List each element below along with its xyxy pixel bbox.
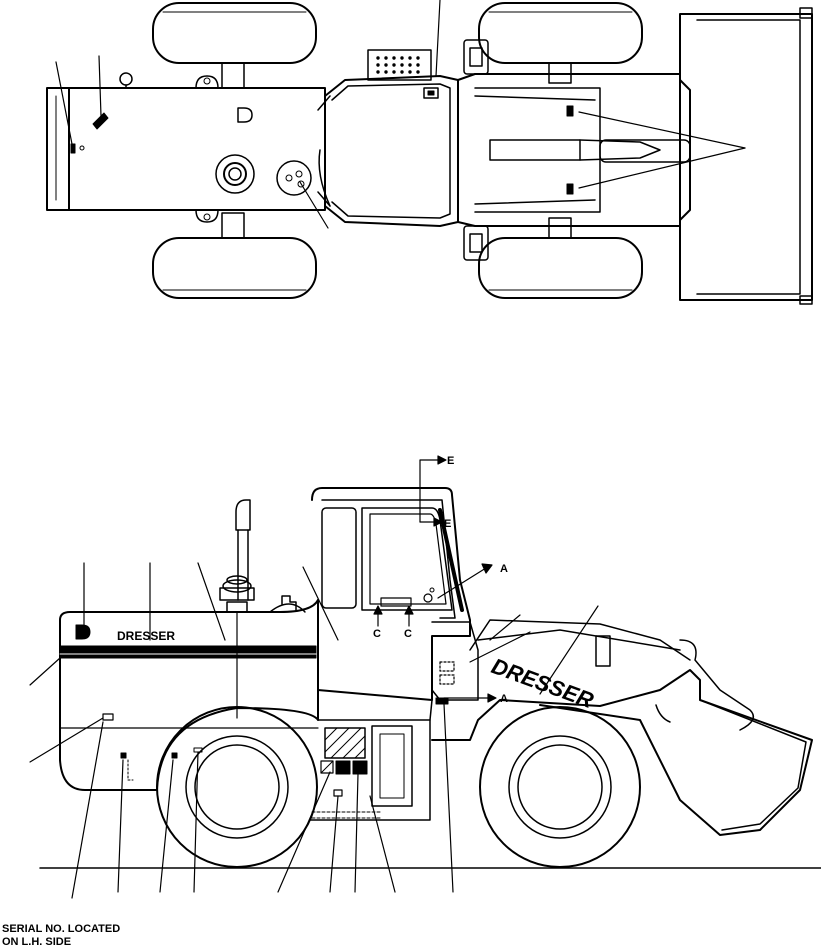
hood-brand-text: DRESSER xyxy=(117,629,175,643)
tire-front-right xyxy=(478,237,643,299)
side-view: DRESSER DRESSER xyxy=(2,455,821,948)
top-view-leader-lines xyxy=(55,0,746,229)
decal-boom-upper xyxy=(566,105,574,117)
decal-cab-top xyxy=(423,87,439,99)
decal-rear-1 xyxy=(120,752,127,759)
decal-cab-door xyxy=(380,597,412,607)
decal-boom-lower xyxy=(566,183,574,195)
top-view xyxy=(46,0,813,305)
ref-a-top: A xyxy=(500,563,508,575)
serial-note-line2: ON L.H. SIDE xyxy=(2,936,71,947)
decal-rear-2 xyxy=(171,752,178,759)
decal-rear-top xyxy=(70,143,76,154)
top-view-bucket xyxy=(679,7,813,305)
side-view-cab xyxy=(311,487,479,705)
side-view-engine-hood xyxy=(59,499,319,791)
ref-e-cab: E xyxy=(444,518,452,530)
d-logo-hood xyxy=(75,624,91,640)
step-grid xyxy=(367,49,432,81)
top-view-front-frame xyxy=(457,39,691,261)
side-view-center xyxy=(309,699,433,821)
decal-hood-side xyxy=(102,713,114,721)
decal-step-1 xyxy=(320,760,334,774)
side-view-wheels xyxy=(156,706,641,868)
decal-hood-top xyxy=(92,112,109,130)
hatched-decal xyxy=(324,727,366,759)
ref-e-top: E xyxy=(447,455,455,467)
ref-c-right: C xyxy=(404,628,412,640)
ref-a-bottom: A xyxy=(500,693,508,705)
serial-note-line1: SERIAL NO. LOCATED xyxy=(2,923,120,935)
top-view-rear-frame xyxy=(46,72,326,223)
top-view-tires xyxy=(152,2,643,299)
decal-step-2 xyxy=(335,760,351,775)
reference-arrows xyxy=(373,455,497,703)
decal-step-3 xyxy=(352,760,368,775)
side-view-leader-lines xyxy=(29,562,599,899)
fuel-cap xyxy=(215,154,255,194)
front-wheel xyxy=(479,706,641,868)
tire-rear-right xyxy=(152,237,317,299)
hydraulic-cap xyxy=(276,160,312,196)
ref-c-left: C xyxy=(373,628,381,640)
top-view-cab xyxy=(317,49,459,227)
